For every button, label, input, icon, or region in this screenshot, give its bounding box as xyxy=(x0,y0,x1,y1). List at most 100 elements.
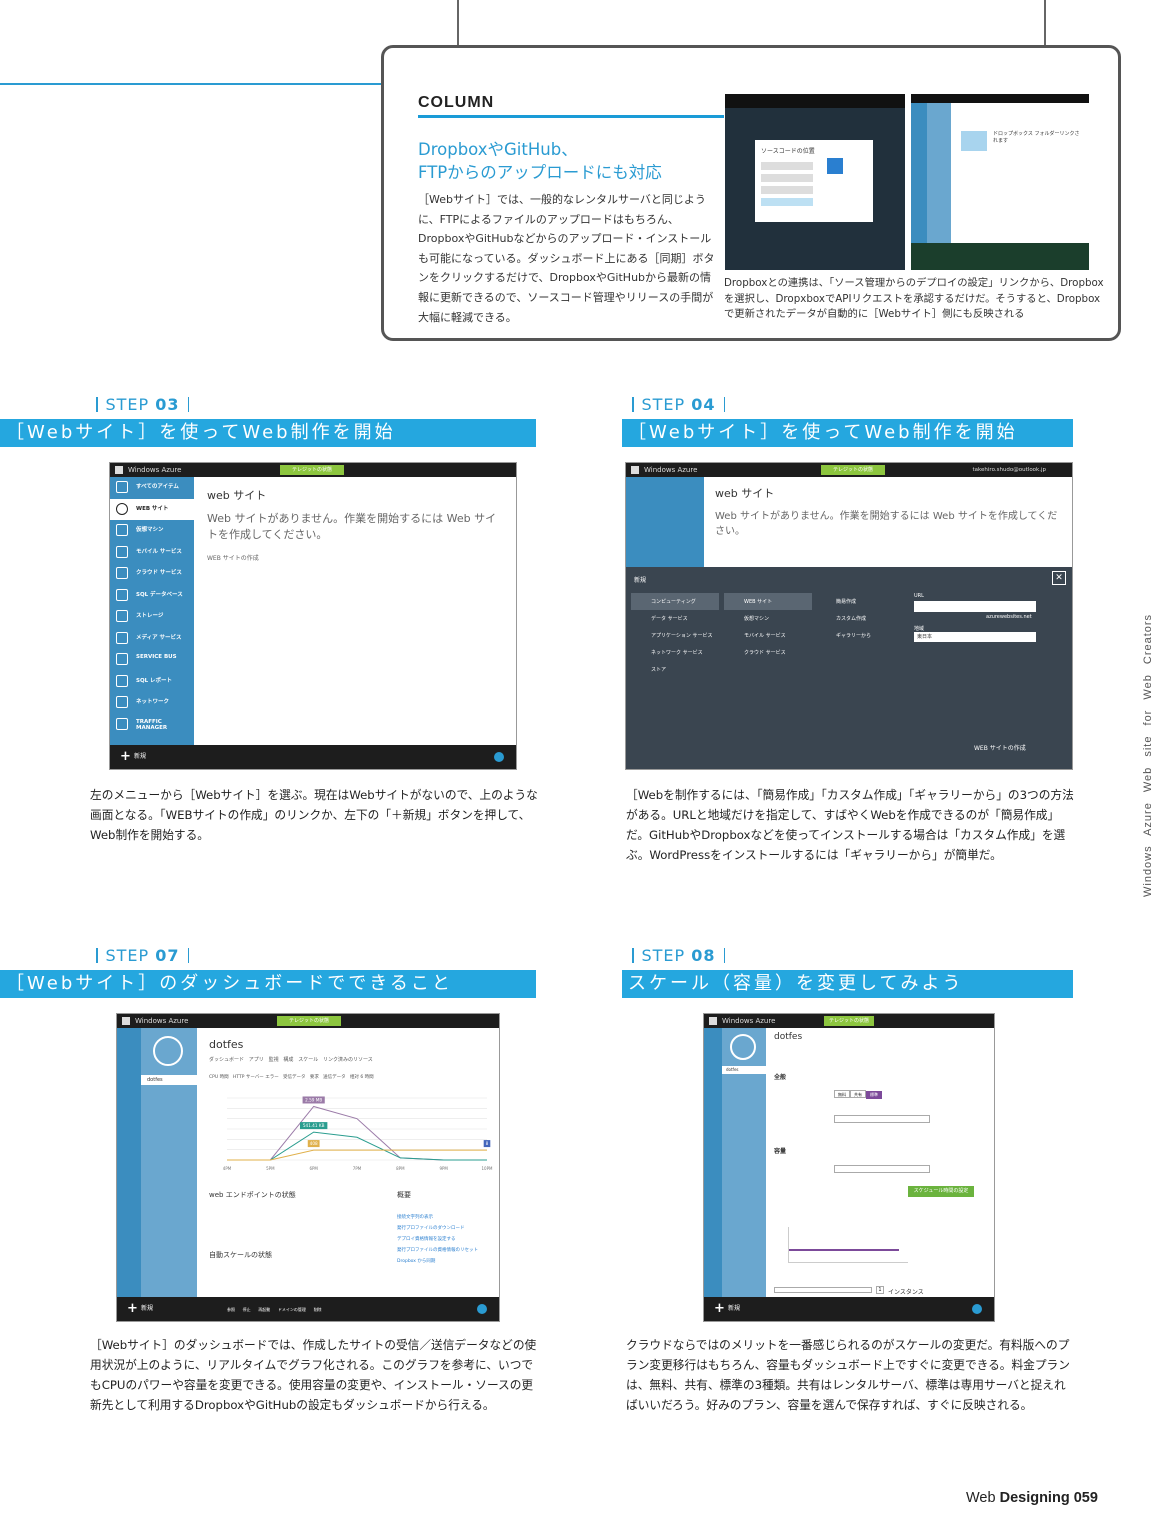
legend-data-out[interactable]: 送信データ xyxy=(323,1075,346,1080)
site-list-item[interactable]: dotfes xyxy=(141,1075,197,1085)
service-mobile[interactable]: モバイル サービス xyxy=(744,633,786,639)
azure-bottombar: +新規 参照 停止 再起動 ドメインの管理 削除 xyxy=(117,1297,499,1321)
link-connection-string[interactable]: 接続文字列の表示 xyxy=(397,1215,433,1220)
sidebar-item-vm[interactable]: 仮想マシン xyxy=(110,520,194,542)
tab-monitor[interactable]: 監視 xyxy=(268,1057,279,1063)
sidebar-item-web[interactable]: WEB サイト xyxy=(110,498,194,520)
sidebar-item-network[interactable]: ネットワーク xyxy=(110,692,194,714)
page-footer: Web Designing 059 xyxy=(966,1490,1098,1506)
method-quick[interactable]: 簡易作成 xyxy=(836,599,857,605)
browse-button[interactable]: 参照 xyxy=(227,1307,235,1312)
legend-http-error[interactable]: HTTP サーバー エラー xyxy=(232,1075,279,1080)
capacity-title: 容量 xyxy=(774,1148,787,1155)
link-reset-profile[interactable]: 発行プロファイルの資格情報のリセット xyxy=(397,1248,478,1253)
category-data[interactable]: データ サービス xyxy=(651,616,688,622)
credit-notice[interactable]: テレジットの状態 xyxy=(277,1016,341,1026)
sidebar-item-cloud[interactable]: クラウド サービス xyxy=(110,563,194,585)
x-tick-label: 6PM xyxy=(309,1166,318,1171)
region-select[interactable]: 東日本 xyxy=(914,632,1036,642)
close-icon[interactable]: ✕ xyxy=(1052,571,1066,585)
category-compute[interactable]: コンピューティング xyxy=(631,593,719,610)
help-icon[interactable] xyxy=(477,1304,487,1314)
instance-slider[interactable] xyxy=(774,1287,872,1293)
plan-standard[interactable]: 標準 xyxy=(866,1091,882,1099)
tab-configure[interactable]: 構成 xyxy=(283,1057,294,1063)
sidebar-item-media[interactable]: メディア サービス xyxy=(110,628,194,650)
back-arrow-icon[interactable] xyxy=(730,1034,756,1060)
grid-icon xyxy=(116,481,128,493)
plus-icon[interactable]: + xyxy=(120,749,131,764)
plus-icon[interactable]: + xyxy=(714,1301,725,1316)
back-arrow-icon[interactable] xyxy=(153,1036,183,1066)
column-title-line1: DropboxやGitHub、 xyxy=(418,140,578,159)
delete-button[interactable]: 削除 xyxy=(313,1307,322,1312)
create-site-button[interactable]: WEB サイトの作成 xyxy=(974,745,1026,752)
dropbox-icon xyxy=(827,158,843,174)
data-label: 408 xyxy=(307,1140,320,1148)
tab-scale[interactable]: スケール xyxy=(298,1057,319,1063)
instance-count[interactable]: 1 xyxy=(876,1286,884,1294)
link-deploy-credentials[interactable]: デプロイ資格情報を設定する xyxy=(397,1237,456,1242)
data-label: 8 xyxy=(483,1140,491,1148)
link-dropbox-sync[interactable]: Dropbox から同期 xyxy=(397,1259,436,1264)
sidebar-item-servicebus[interactable]: SERVICE BUS xyxy=(110,649,194,671)
new-button[interactable]: 新規 xyxy=(728,1305,741,1312)
legend-data-in[interactable]: 受信データ xyxy=(283,1075,306,1080)
scale-line xyxy=(789,1249,899,1251)
service-web[interactable]: WEB サイト xyxy=(724,593,812,610)
icon-sidebar xyxy=(117,1028,141,1299)
new-button[interactable]: 新規 xyxy=(134,753,147,760)
method-gallery[interactable]: ギャラリーから xyxy=(836,633,872,639)
x-tick-label: 7PM xyxy=(353,1166,362,1171)
site-list-item[interactable]: dotfes xyxy=(722,1066,766,1074)
credit-notice[interactable]: テレジットの状態 xyxy=(821,465,885,475)
windows-logo-icon xyxy=(709,1017,717,1025)
sidebar-item-traffic[interactable]: TRAFFIC MANAGER xyxy=(110,714,194,736)
sidebar-item-all[interactable]: すべてのアイテム xyxy=(110,477,194,499)
sidebar-item-sqlreport[interactable]: SQL レポート xyxy=(110,671,194,693)
range-select[interactable]: 相対 6 時間 xyxy=(349,1075,374,1080)
help-icon[interactable] xyxy=(972,1304,982,1314)
icon-sidebar xyxy=(704,1028,722,1299)
tab-linked[interactable]: リンク済みのリソース xyxy=(322,1057,373,1063)
sidebar-item-sql[interactable]: SQL データベース xyxy=(110,585,194,607)
restart-button[interactable]: 再起動 xyxy=(258,1307,271,1312)
create-web-link[interactable]: WEB サイトの作成 xyxy=(207,555,259,562)
credit-notice[interactable]: テレジットの状態 xyxy=(280,465,344,475)
category-network[interactable]: ネットワーク サービス xyxy=(651,650,703,656)
credit-notice[interactable]: テレジットの状態 xyxy=(824,1016,874,1026)
legend-cpu[interactable]: CPU 時間 xyxy=(209,1075,229,1080)
help-icon[interactable] xyxy=(494,752,504,762)
step08-screenshot: Windows Azure テレジットの状態 dotfes dotfes 全般 … xyxy=(703,1013,995,1322)
site-mode-select[interactable] xyxy=(834,1115,930,1123)
url-input[interactable] xyxy=(914,601,1036,612)
plus-icon[interactable]: + xyxy=(127,1301,138,1316)
sidebar-item-storage[interactable]: ストレージ xyxy=(110,606,194,628)
tab-apps[interactable]: アプリ xyxy=(248,1057,264,1063)
plan-free[interactable]: 無料 xyxy=(834,1090,850,1098)
link-download-profile[interactable]: 発行プロファイルのダウンロード xyxy=(397,1226,465,1231)
region-label: 地域 xyxy=(914,626,925,632)
new-button[interactable]: 新規 xyxy=(141,1305,154,1312)
schedule-button[interactable]: スケジュール時間の設定 xyxy=(908,1186,974,1197)
category-app[interactable]: アプリケーション サービス xyxy=(651,633,713,639)
step03-label: STEP 03 xyxy=(88,395,197,414)
sidebar-item-mobile[interactable]: モバイル サービス xyxy=(110,542,194,564)
plan-shared[interactable]: 共有 xyxy=(850,1090,866,1098)
category-store[interactable]: ストア xyxy=(651,667,667,673)
left-rule xyxy=(0,83,384,85)
series-line-1 xyxy=(227,1131,487,1161)
url-domain: azurewebsites.net xyxy=(986,614,1032,620)
data-label: 2.59 MB xyxy=(302,1096,325,1104)
service-cloud[interactable]: クラウド サービス xyxy=(744,650,786,656)
overview-links: 接続文字列の表示 発行プロファイルのダウンロード デプロイ資格情報を設定する 発… xyxy=(397,1212,493,1267)
vm-icon xyxy=(116,524,128,536)
service-vm[interactable]: 仮想マシン xyxy=(744,616,770,622)
method-custom[interactable]: カスタム作成 xyxy=(836,616,867,622)
legend-requests[interactable]: 要求 xyxy=(309,1075,319,1080)
account-email[interactable]: takehiro.shudo@outlook.jp xyxy=(972,467,1046,473)
domain-button[interactable]: ドメインの管理 xyxy=(277,1307,306,1312)
tab-dashboard[interactable]: ダッシュボード xyxy=(209,1057,245,1063)
stop-button[interactable]: 停止 xyxy=(242,1307,251,1312)
instance-size-select[interactable] xyxy=(834,1165,930,1173)
